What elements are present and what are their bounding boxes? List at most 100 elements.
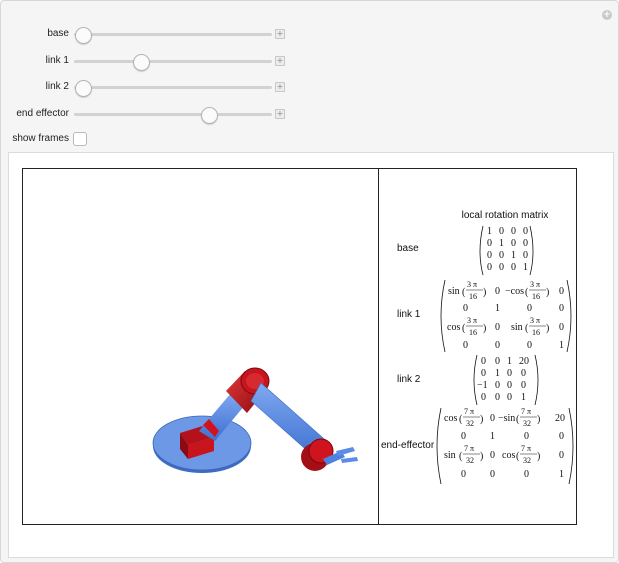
robot-arm-graphic[interactable] [23,169,378,524]
svg-text:0: 0 [490,413,495,424]
svg-text:0: 0 [463,303,468,314]
svg-text:1: 1 [487,226,492,237]
row-label-base: base [397,243,419,254]
link1-matrix: sin ( 3 π 16 ) 0 −cos ( 3 π 16 ) 0 0 1 0… [440,279,572,353]
svg-text:0: 0 [524,469,529,480]
expand-plus-icon[interactable]: + [602,10,612,20]
svg-text:7 π: 7 π [521,407,531,416]
svg-text:): ) [546,287,549,298]
svg-text:0: 0 [490,469,495,480]
svg-text:0: 0 [507,392,512,403]
gripper-finger-bottom [341,457,358,463]
svg-text:0: 0 [523,238,528,249]
svg-text:): ) [480,451,483,462]
svg-text:−1: −1 [477,380,488,391]
shoulder-joint-face [246,373,264,389]
slider-add-icon[interactable]: + [275,29,285,39]
slider-add-icon[interactable]: + [275,109,285,119]
svg-text:): ) [537,414,540,425]
svg-text:0: 0 [499,250,504,261]
slider-row-end-effector: end effector + [1,106,301,124]
svg-text:sin: sin [444,450,456,461]
slider-row-link2: link 2 + [1,79,301,97]
svg-text:1: 1 [490,431,495,442]
svg-text:0: 0 [495,356,500,367]
svg-text:0: 0 [521,380,526,391]
svg-text:0: 0 [487,238,492,249]
svg-text:0: 0 [511,238,516,249]
svg-text:(: ( [462,287,466,298]
slider-label-base: base [47,28,69,39]
svg-text:32: 32 [466,419,474,428]
svg-text:(: ( [459,451,463,462]
svg-text:1: 1 [495,368,500,379]
show-frames-label: show frames [12,133,69,144]
svg-text:sin: sin [511,322,523,333]
slider-track-base[interactable] [74,27,272,44]
svg-text:(: ( [462,323,466,334]
svg-text:0: 0 [495,380,500,391]
svg-text:1: 1 [507,356,512,367]
svg-text:0: 0 [481,356,486,367]
base-joint-side [180,433,188,459]
slider-thumb-base[interactable] [75,27,92,44]
svg-text:(: ( [459,414,463,425]
svg-text:0: 0 [523,226,528,237]
svg-text:0: 0 [495,322,500,333]
slider-track-link1[interactable] [74,54,272,71]
svg-text:0: 0 [487,262,492,273]
svg-text:1: 1 [559,469,564,480]
graphics-frame [22,168,577,525]
slider-thumb-link2[interactable] [75,80,92,97]
svg-text:0: 0 [499,226,504,237]
svg-text:(: ( [516,451,520,462]
svg-text:16: 16 [532,328,540,337]
slider-track-link2[interactable] [74,80,272,97]
svg-text:0: 0 [511,262,516,273]
svg-text:32: 32 [523,419,531,428]
slider-label-link2: link 2 [45,81,69,92]
slider-add-icon[interactable]: + [275,82,285,92]
frame-divider [378,168,379,525]
svg-text:16: 16 [469,328,477,337]
svg-text:0: 0 [490,450,495,461]
slider-add-icon[interactable]: + [275,56,285,66]
base-joint-flange [203,419,219,437]
svg-text:3 π: 3 π [530,316,540,325]
svg-text:0: 0 [527,303,532,314]
svg-text:0: 0 [527,340,532,351]
svg-text:1: 1 [511,250,516,261]
svg-text:0: 0 [559,431,564,442]
matrix-title: local rotation matrix [462,210,549,221]
svg-text:cos: cos [444,413,457,424]
slider-track-end-effector[interactable] [74,107,272,124]
svg-text:): ) [483,323,486,334]
svg-text:0: 0 [507,368,512,379]
gripper-finger-top [336,447,355,456]
slider-thumb-end-effector[interactable] [200,107,218,124]
svg-text:0: 0 [481,368,486,379]
svg-text:1: 1 [523,262,528,273]
slider-thumb-link1[interactable] [133,54,151,71]
svg-text:7 π: 7 π [464,407,474,416]
svg-text:1: 1 [499,238,504,249]
base-joint-front [188,437,214,459]
svg-text:1: 1 [495,303,500,314]
svg-text:7 π: 7 π [521,444,531,453]
svg-text:0: 0 [559,303,564,314]
svg-text:(: ( [525,287,529,298]
svg-text:0: 0 [523,250,528,261]
show-frames-checkbox[interactable] [73,132,87,146]
svg-text:0: 0 [495,286,500,297]
svg-text:−sin: −sin [498,413,515,424]
svg-text:3 π: 3 π [467,316,477,325]
svg-text:(: ( [516,414,520,425]
svg-text:0: 0 [463,340,468,351]
svg-text:0: 0 [507,380,512,391]
slider-row-base: base + [1,26,301,44]
show-frames-row: show frames [1,131,301,147]
svg-text:3 π: 3 π [530,280,540,289]
svg-text:16: 16 [469,292,477,301]
svg-text:−cos: −cos [505,286,524,297]
